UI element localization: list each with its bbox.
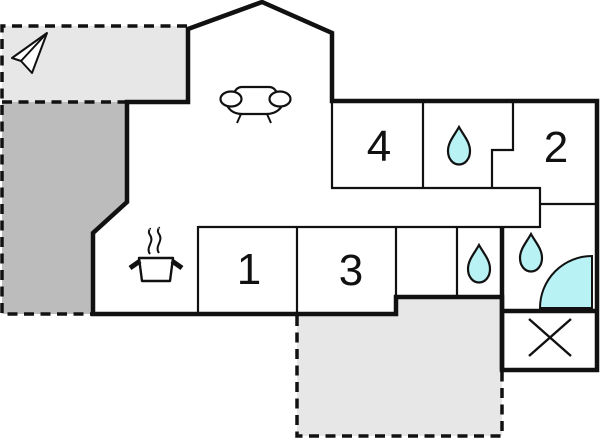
room-3-label: 3 (339, 246, 363, 295)
interior-walls-thick (499, 226, 597, 370)
cross-icon (528, 318, 572, 357)
interior-walls (196, 101, 597, 314)
room-2-label: 2 (544, 123, 568, 172)
water-drop-icon-middle-wc (466, 242, 492, 284)
water-drop-icon-bathroom (518, 231, 544, 273)
water-drop-icon-top-wc (446, 124, 472, 166)
room-4-label: 4 (367, 122, 391, 171)
room-1-label: 1 (237, 245, 261, 294)
door-swing-icon (538, 254, 593, 309)
terrace-top-left (2, 26, 188, 102)
terrace-dashed-border (0, 24, 504, 438)
terrace-bottom (297, 297, 502, 436)
patio-dark (2, 102, 127, 314)
stove-icon (128, 226, 184, 283)
north-arrow-icon (11, 32, 48, 74)
sofa-icon (219, 85, 292, 124)
